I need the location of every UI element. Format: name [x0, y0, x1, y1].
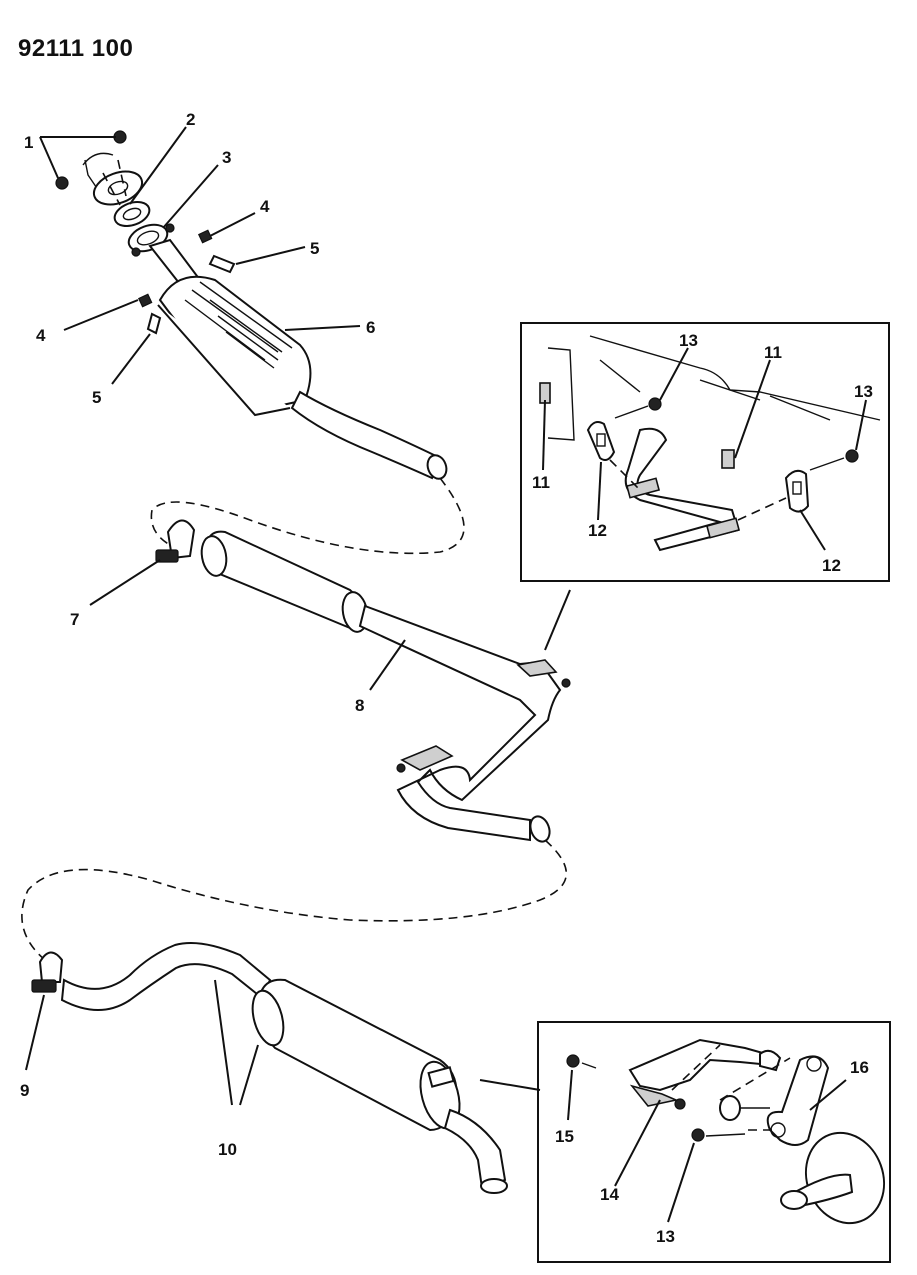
callout-8: 8: [355, 696, 364, 715]
resonator: [205, 530, 360, 630]
isolator-12-right: [784, 469, 810, 513]
nut-13-lower: [691, 1128, 705, 1142]
rubber-isolator: [719, 1095, 741, 1121]
connector-dashed-2: [21, 839, 568, 961]
callout-5-upper: 5: [310, 239, 319, 258]
connector-dashed-1: [150, 477, 465, 555]
callout-15: 15: [555, 1127, 574, 1146]
callout-2: 2: [186, 110, 195, 129]
callout-11-inset-left: 11: [532, 473, 550, 492]
flange-fasteners: [137, 229, 236, 335]
u-clamp-rear: [38, 951, 64, 983]
bolt-upper: [208, 254, 236, 274]
callout-3: 3: [222, 148, 231, 167]
catalytic-converter: [157, 275, 448, 480]
callout-16: 16: [850, 1058, 869, 1077]
gasket-ring: [113, 200, 151, 228]
callout-13-inset-right: 13: [854, 382, 873, 401]
callout-labels: 1 2 3 4 5 4 6 5 7 8 9 10 13 11 13 11 12 …: [20, 110, 873, 1246]
callout-7: 7: [70, 610, 79, 629]
hanger-bracket-14: [628, 1038, 771, 1092]
inset-tailpipe-hanger-detail: [537, 1021, 891, 1263]
nut-lower: [137, 293, 153, 308]
drawing-number: 92111 100: [18, 35, 133, 62]
callout-9: 9: [20, 1081, 29, 1100]
resonator-assembly: [155, 519, 571, 843]
tailpipe-outlet: [443, 1108, 507, 1190]
u-clamp-front: [166, 519, 196, 560]
leader-lines-middle: [89, 559, 571, 691]
callout-13-inset-left: 13: [679, 331, 698, 350]
inset-hanger-detail: [520, 322, 890, 582]
nut-upper: [197, 229, 213, 244]
hanger-bracket-upper: [516, 659, 558, 677]
isolator-12-left: [586, 421, 616, 461]
leader-lines-inset-lower: [567, 1069, 847, 1223]
hanger-11-right: [721, 449, 735, 469]
isolator-strap-16: [766, 1055, 830, 1146]
inset-frame-lower: [537, 1021, 891, 1263]
nut-15: [566, 1054, 580, 1068]
callout-6: 6: [366, 318, 375, 337]
leader-lines-front: [39, 126, 361, 385]
nut-13-left: [648, 397, 662, 411]
callout-11-inset-right: 11: [764, 343, 782, 362]
bolt-lower: [146, 312, 162, 335]
callout-4-upper: 4: [260, 197, 270, 216]
callout-14: 14: [600, 1185, 619, 1204]
hanger-bracket-lower: [400, 745, 454, 771]
callout-5-lower: 5: [92, 388, 101, 407]
nut-13-right: [845, 449, 859, 463]
callout-1: 1: [24, 133, 33, 152]
callout-10: 10: [218, 1140, 237, 1159]
tailpipe-inlet: [60, 942, 272, 1011]
inset-frame-upper: [520, 322, 890, 582]
callout-13-lower: 13: [656, 1227, 675, 1246]
flange-nut-left: [55, 176, 69, 190]
leader-lines-rear: [25, 979, 541, 1106]
intermediate-pipe: [358, 604, 562, 842]
callout-12-inset-left: 12: [588, 521, 607, 540]
callout-12-inset-right: 12: [822, 556, 841, 575]
muffler-assembly: [31, 942, 508, 1194]
leader-lines-inset-upper: [542, 347, 867, 551]
callout-4-lower: 4: [36, 326, 46, 345]
